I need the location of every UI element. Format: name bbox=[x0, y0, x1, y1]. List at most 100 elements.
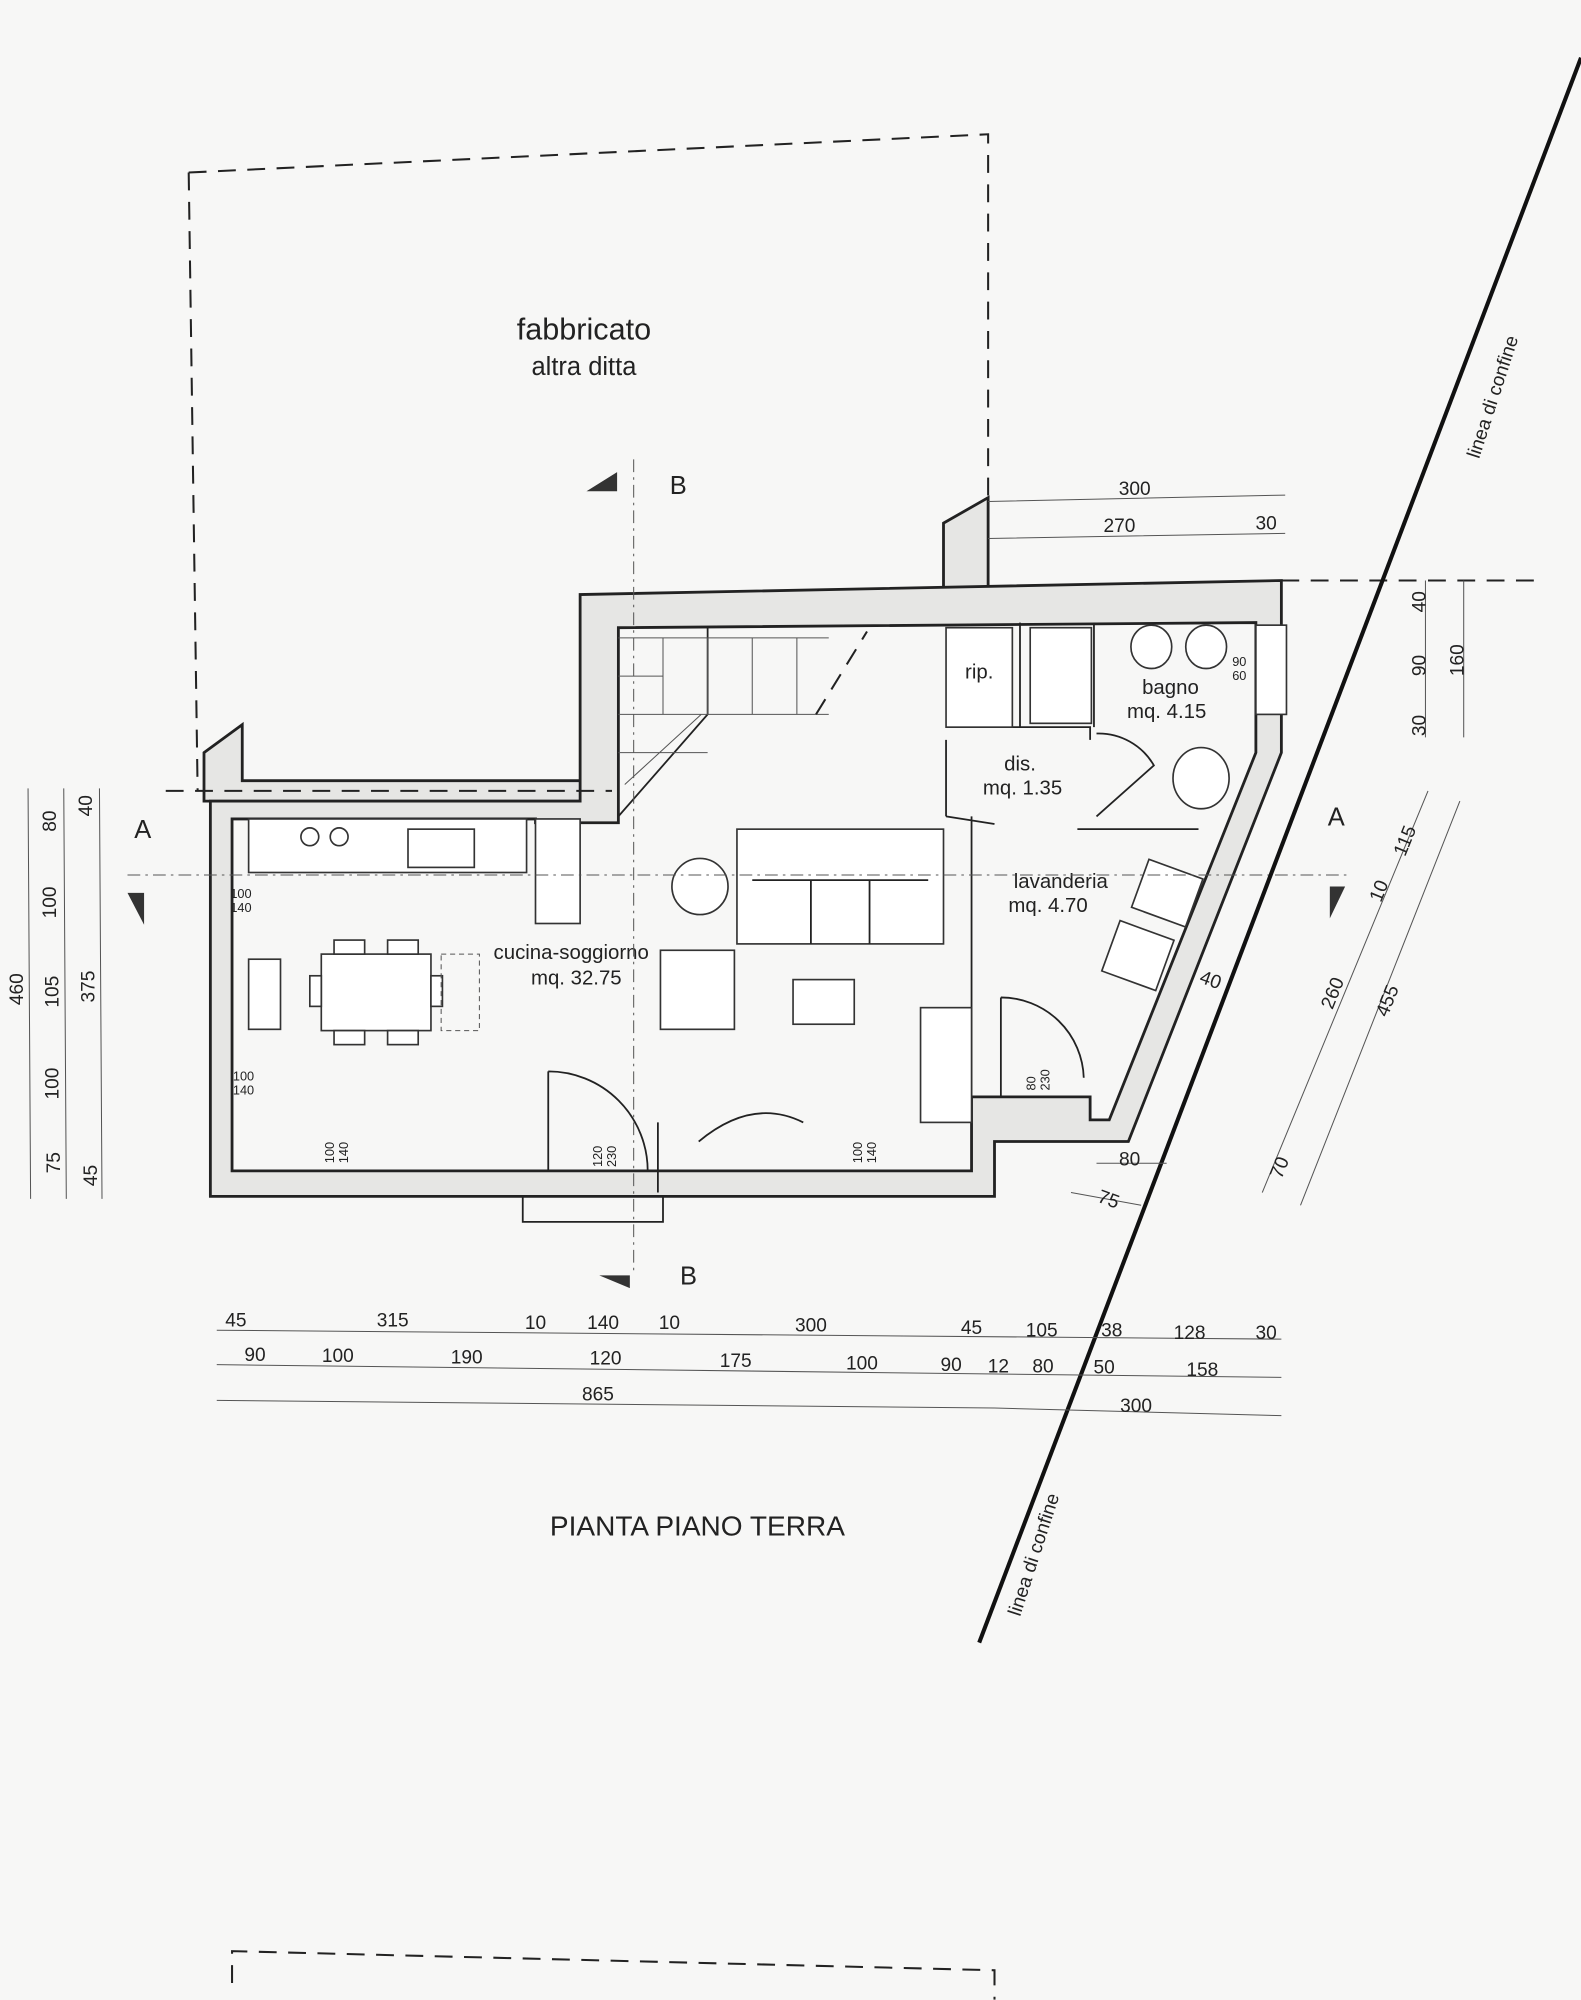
kitchen-counter bbox=[247, 818, 528, 874]
room-name-dis: dis. bbox=[1004, 754, 1036, 776]
dim-total: 300 bbox=[1120, 1396, 1152, 1417]
dim-total: 865 bbox=[582, 1384, 614, 1405]
bottom-dims-row1: 45 315 10 140 10 300 45 105 38 128 30 bbox=[225, 1310, 1276, 1344]
section-line bbox=[165, 579, 1537, 792]
section-a-label: A bbox=[134, 816, 151, 844]
boundary-label: linea di confine bbox=[1464, 333, 1523, 461]
door-tag: 80 bbox=[1023, 1076, 1038, 1090]
dim-label: 128 bbox=[1174, 1323, 1206, 1344]
dim-label: 80 bbox=[1119, 1150, 1140, 1171]
dim-label: 50 bbox=[1094, 1358, 1115, 1379]
section-b-label: B bbox=[670, 472, 687, 500]
top-dims: 300 270 30 bbox=[1104, 479, 1277, 537]
entry-door bbox=[547, 1070, 659, 1193]
dim-label: 10 bbox=[525, 1313, 546, 1334]
fireplace bbox=[919, 1006, 973, 1124]
dim-label: 45 bbox=[81, 1165, 102, 1186]
laundry-door bbox=[999, 996, 1085, 1097]
room-name-lavanderia: lavanderia bbox=[1014, 871, 1109, 893]
drawing-title: PIANTA PIANO TERRA bbox=[550, 1511, 845, 1542]
sink-icon bbox=[407, 828, 476, 869]
dim-label: 45 bbox=[961, 1318, 982, 1339]
cabinet-left bbox=[247, 958, 282, 1031]
dim-label: 10 bbox=[1366, 877, 1393, 905]
dim-label: 40 bbox=[1409, 591, 1430, 612]
neighbor-subtitle: altra ditta bbox=[532, 353, 638, 381]
room-name-bagno: bagno bbox=[1142, 677, 1199, 699]
cabinet bbox=[534, 818, 581, 925]
neighbor-wall bbox=[202, 721, 614, 803]
window-tag: 100 bbox=[230, 886, 251, 901]
door-tag: 120 bbox=[590, 1146, 605, 1167]
chair bbox=[430, 974, 444, 1008]
bidet-icon bbox=[1130, 624, 1173, 670]
dim-label: 30 bbox=[1409, 715, 1430, 736]
window-tag: 100 bbox=[233, 1068, 254, 1083]
washing-machine bbox=[1130, 858, 1204, 928]
stairs bbox=[618, 630, 868, 785]
window-tag: 100 bbox=[850, 1142, 865, 1163]
dim-label: 120 bbox=[590, 1349, 622, 1370]
dim-label: 190 bbox=[451, 1347, 483, 1368]
wc-icon bbox=[1184, 624, 1228, 670]
right-dims: 40 90 30 160 bbox=[1409, 591, 1468, 736]
section-a-label: A bbox=[1328, 803, 1345, 831]
dim-label: 12 bbox=[988, 1356, 1009, 1377]
dim-label: 105 bbox=[43, 976, 64, 1008]
dim-label: 40 bbox=[1197, 967, 1224, 994]
dim-label: 38 bbox=[1101, 1321, 1122, 1342]
door-tag: 230 bbox=[604, 1146, 619, 1167]
dim-label: 80 bbox=[1032, 1356, 1053, 1377]
dim-label: 105 bbox=[1026, 1321, 1058, 1342]
dim-label: 30 bbox=[1255, 1323, 1276, 1344]
left-dims: 460 80 100 105 100 75 40 375 45 bbox=[7, 795, 102, 1186]
dim-label: 115 bbox=[1390, 823, 1421, 859]
dim-label: 300 bbox=[1119, 479, 1151, 500]
dim-label: 158 bbox=[1186, 1360, 1218, 1381]
room-area-dis: mq. 1.35 bbox=[983, 778, 1062, 800]
dim-label: 300 bbox=[795, 1315, 827, 1336]
dim-label: 80 bbox=[40, 810, 61, 831]
rip-cabinet bbox=[945, 626, 1014, 728]
chair bbox=[308, 974, 323, 1008]
dim-label: 175 bbox=[720, 1351, 752, 1372]
window-tag: 140 bbox=[233, 1082, 254, 1097]
chair bbox=[386, 1029, 420, 1046]
window-tag: 60 bbox=[1232, 668, 1246, 683]
dim-label: 100 bbox=[322, 1346, 354, 1367]
dim-label: 455 bbox=[1372, 982, 1403, 1019]
laundry-sink bbox=[1100, 919, 1176, 992]
hob-icon bbox=[329, 827, 349, 847]
room-area-bagno: mq. 4.15 bbox=[1127, 701, 1206, 723]
section-b-label: B bbox=[680, 1262, 697, 1290]
window-tag: 140 bbox=[230, 900, 251, 915]
dim-label: 90 bbox=[941, 1355, 962, 1376]
window-tag: 140 bbox=[336, 1142, 351, 1163]
dim-label: 75 bbox=[1095, 1186, 1122, 1213]
neighbor-wall-right bbox=[942, 495, 990, 596]
dim-label: 375 bbox=[78, 971, 99, 1003]
neighbor-outline bbox=[187, 133, 990, 791]
section-line bbox=[127, 459, 1352, 1276]
dining-table bbox=[320, 953, 432, 1032]
window-tag: 90 bbox=[1232, 654, 1246, 669]
dim-label: 270 bbox=[1104, 516, 1136, 537]
dim-label: 90 bbox=[244, 1345, 265, 1366]
room-area-cucina: mq. 32.75 bbox=[531, 968, 622, 990]
washbasin-icon bbox=[1172, 746, 1230, 810]
interior-walls bbox=[617, 622, 1199, 1097]
armchair bbox=[659, 949, 736, 1031]
bath-door bbox=[1095, 732, 1156, 818]
chair bbox=[333, 939, 366, 955]
dim-label: 100 bbox=[846, 1354, 878, 1375]
dim-label: 40 bbox=[76, 795, 97, 816]
hob-icon bbox=[300, 827, 320, 847]
dim-label: 90 bbox=[1409, 655, 1430, 676]
dim-label: 30 bbox=[1255, 514, 1276, 535]
dim-label: 100 bbox=[40, 887, 61, 919]
entry-step bbox=[521, 1196, 664, 1223]
shower bbox=[1029, 626, 1093, 725]
dimension-lines bbox=[27, 494, 1465, 1417]
bottom-dims-row2: 90 100 190 120 175 100 90 12 80 50 158 bbox=[244, 1345, 1218, 1381]
